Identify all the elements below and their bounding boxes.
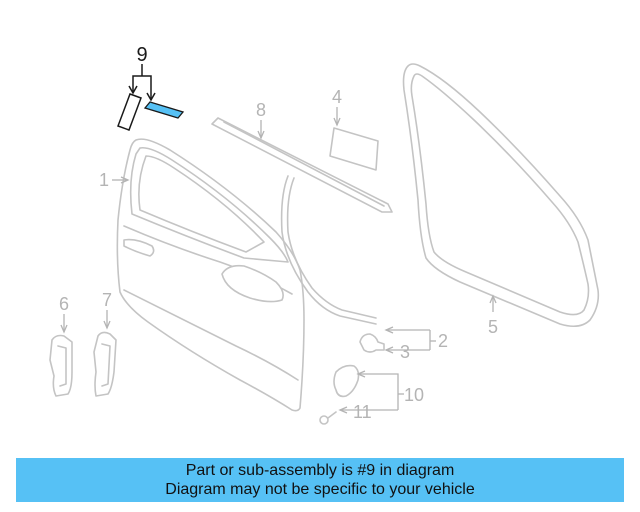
- parts-10-11-group: 10 11: [319, 364, 424, 425]
- part-9-trim-group: 9: [117, 44, 185, 131]
- part-11-bolt-shank: [327, 411, 337, 419]
- callout-5: 5: [488, 317, 498, 337]
- part-1-window-frame: [129, 146, 289, 263]
- callout-6: 6: [59, 294, 69, 314]
- part-6-bracket-outline: [49, 334, 73, 397]
- part-10-bracket: [333, 364, 360, 398]
- part-8-leader-arrow: [257, 130, 265, 140]
- part-9-leader-arrow-right: [146, 92, 156, 102]
- door-seal-strip-outer: [280, 175, 377, 325]
- part-info-banner: Part or sub-assembly is #9 in diagram Di…: [16, 458, 624, 502]
- part-4-pad-outline: [329, 127, 379, 171]
- part-5-outer-loop: [402, 63, 600, 328]
- callout-4: 4: [332, 87, 342, 107]
- callout-8: 8: [256, 100, 266, 120]
- part-4-leader-arrow: [333, 117, 341, 127]
- part-7-bracket-outline: [93, 331, 117, 397]
- callout-2: 2: [438, 331, 448, 351]
- part-6-bracket-inner: [57, 345, 67, 387]
- part-9-highlighted-trim-strip: [143, 101, 185, 119]
- door-seal-strip: [280, 175, 377, 325]
- part-1-door-handle: [123, 238, 155, 257]
- banner-line-disclaimer: Diagram may not be specific to your vehi…: [165, 481, 475, 498]
- part-2-leader-arrow: [384, 326, 394, 334]
- part-1-lower-line: [123, 289, 299, 381]
- part-1-window-inner: [138, 155, 265, 253]
- part-3-leader-arrow: [384, 346, 394, 354]
- callout-7: 7: [102, 290, 112, 310]
- banner-line-part-number: Part or sub-assembly is #9 in diagram: [185, 462, 455, 479]
- part-4-insulator-pad: 4: [329, 87, 379, 171]
- part-11-leader-arrow: [338, 406, 348, 414]
- part-7-bracket: 7: [93, 290, 117, 397]
- part-6-leader-arrow: [60, 324, 68, 334]
- part-5-weatherstrip: 5: [402, 63, 600, 337]
- part-1-door-shell: 1: [99, 138, 305, 412]
- callout-3: 3: [400, 342, 410, 362]
- part-10-leader-arrow: [356, 370, 366, 378]
- part-8-strip-outline: [211, 117, 393, 213]
- part-3-clip: [359, 333, 385, 353]
- part-7-leader-arrow: [103, 320, 111, 330]
- part-6-bracket: 6: [49, 294, 73, 397]
- parts-2-3-clip-group: 2 3: [359, 326, 448, 362]
- callout-10: 10: [404, 385, 424, 405]
- part-9-leader-arrow-left: [128, 85, 138, 95]
- part-1-mirror: [221, 264, 284, 303]
- part-5-inner-loop: [410, 73, 590, 316]
- callout-11: 11: [353, 402, 372, 422]
- part-7-bracket-inner: [101, 343, 111, 387]
- part-10-leader: [358, 373, 399, 410]
- part-8-strip-inner: [223, 121, 385, 207]
- part-1-leader-arrow: [120, 176, 130, 184]
- part-8-belt-molding: 8: [211, 100, 393, 213]
- door-seal-strip-inner: [286, 177, 377, 319]
- callout-9: 9: [136, 44, 147, 66]
- part-11-bolt-head: [319, 415, 329, 425]
- part-5-leader-arrow: [489, 294, 497, 304]
- callout-1: 1: [99, 170, 109, 190]
- part-9-left-trim-panel: [117, 93, 142, 131]
- part-1-door-outline: [116, 138, 305, 412]
